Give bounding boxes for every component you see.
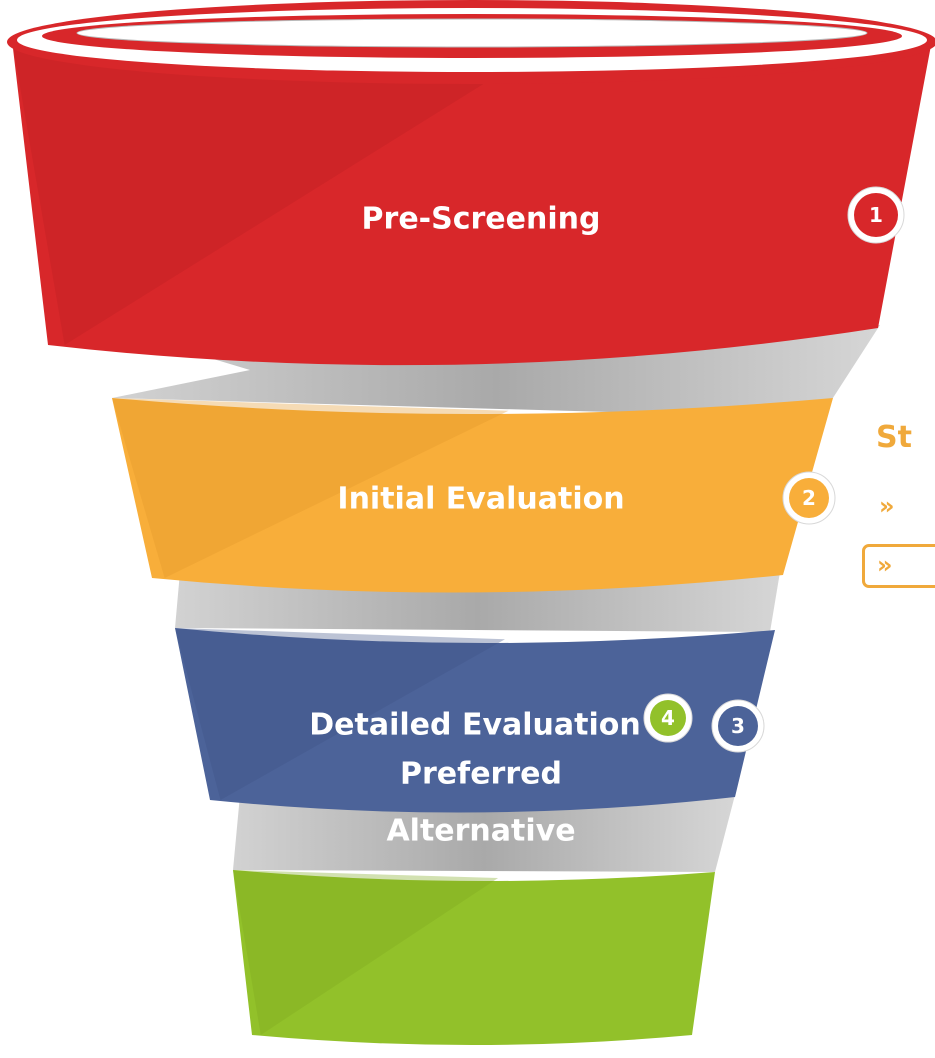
funnel-opening: [76, 18, 868, 48]
step-badge-number: 3: [731, 714, 745, 738]
side-panel-bullet-highlighted: »: [877, 551, 893, 579]
funnel-rim: [7, 0, 935, 84]
funnel-bands: [12, 40, 932, 1045]
step-badge-2: [789, 478, 829, 518]
stage-band-2: [112, 398, 833, 593]
side-panel-highlight-box: [862, 544, 935, 588]
stage-label-4: Preferred: [400, 757, 562, 792]
step-badge-3: [718, 706, 758, 746]
step-badge-4: [650, 700, 686, 736]
stage-label-4: Alternative: [386, 814, 575, 849]
step-badge-number: 4: [661, 706, 675, 730]
step-badge-1: [854, 193, 898, 237]
stage-label-2: Initial Evaluation: [337, 482, 624, 517]
step-badge-number: 1: [869, 203, 883, 227]
stage-label-3: Detailed Evaluation: [309, 708, 640, 743]
stage-band-1: [12, 40, 932, 366]
step-badge-number: 2: [802, 486, 816, 510]
stage-band-shade-4: [233, 870, 499, 1035]
side-panel-bullet: »: [879, 492, 895, 520]
stage-band-shade-2: [112, 398, 509, 578]
stage-band-shade-1: [12, 40, 518, 345]
funnel-twist-segment: [233, 795, 735, 872]
stage-band-3: [175, 628, 775, 813]
stage-band-shade-3: [175, 628, 505, 800]
stage-band-4: [233, 870, 715, 1045]
stage-label-1: Pre-Screening: [362, 202, 601, 237]
stage-badges: 1 2 3 4: [643, 186, 905, 753]
side-panel-title: St: [876, 420, 912, 455]
